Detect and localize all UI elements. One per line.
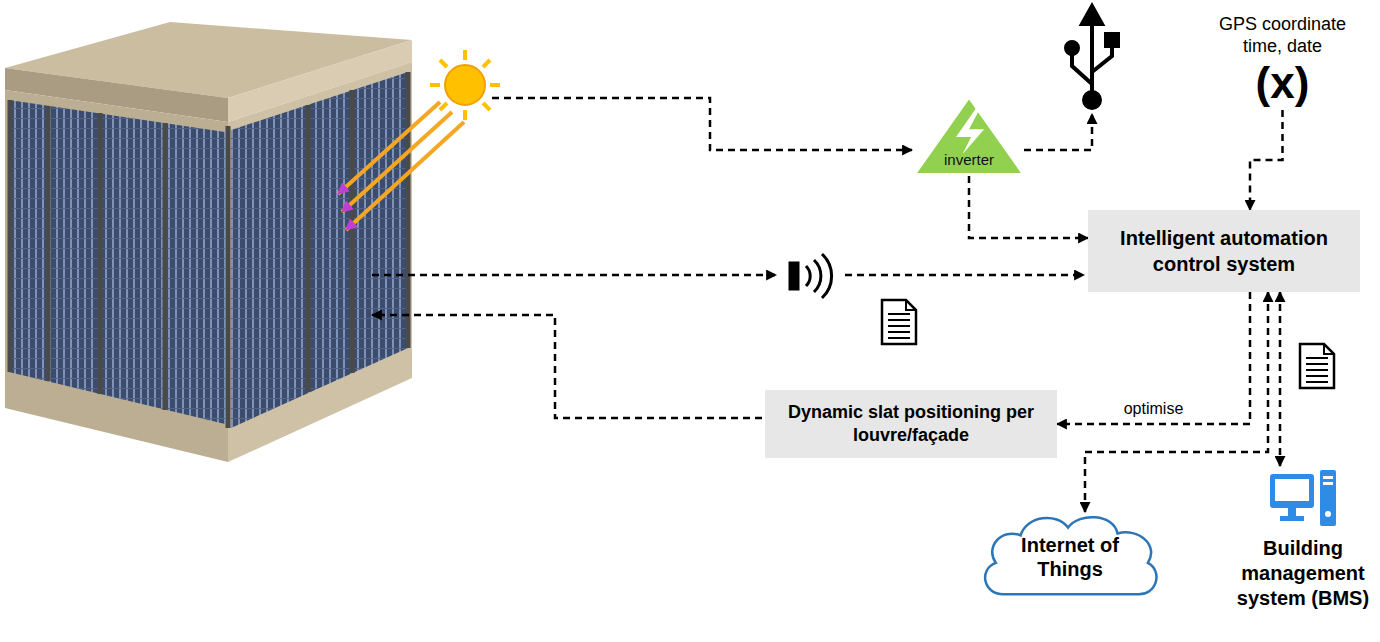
- building-illustration: [5, 22, 412, 462]
- node-text: GPS coordinate time, date: [1208, 14, 1358, 57]
- node-symbol: (x): [1190, 57, 1375, 110]
- edge-label: optimise: [1122, 400, 1186, 418]
- dashed-connector: [1057, 292, 1250, 424]
- sun-icon: [430, 50, 500, 120]
- dashed-connector: [1085, 292, 1268, 512]
- node-text: Building management system (BMS): [1228, 536, 1378, 611]
- dashed-connector: [1279, 292, 1282, 466]
- node-text: Dynamic slat positioning per louvre/faça…: [777, 401, 1045, 448]
- signal-arrow: [372, 98, 1092, 418]
- document-icon: [882, 300, 916, 344]
- cloud-node: Internet of Things: [975, 508, 1165, 606]
- computer-node: Building management system (BMS): [1228, 466, 1378, 611]
- sun-rays: [338, 102, 464, 230]
- control-box: Intelligent automation control system: [1088, 210, 1360, 292]
- inverter-node: inverter: [915, 98, 1023, 176]
- gps-input: GPS coordinate time, date(x): [1190, 14, 1375, 110]
- document-icon: [1300, 344, 1334, 388]
- cloud-shape: [975, 508, 1165, 606]
- dashed-connector: [969, 176, 1088, 238]
- dashed-connector: [1250, 110, 1283, 210]
- node-text: inverter: [915, 152, 1023, 167]
- process-box: Dynamic slat positioning per louvre/faça…: [765, 390, 1057, 458]
- usb-icon: [1066, 6, 1118, 108]
- computer-icon: [1268, 466, 1338, 532]
- node-text: Intelligent automation control system: [1100, 225, 1348, 277]
- node-text: Internet of Things: [1003, 533, 1137, 581]
- sensor-icon: [790, 254, 832, 298]
